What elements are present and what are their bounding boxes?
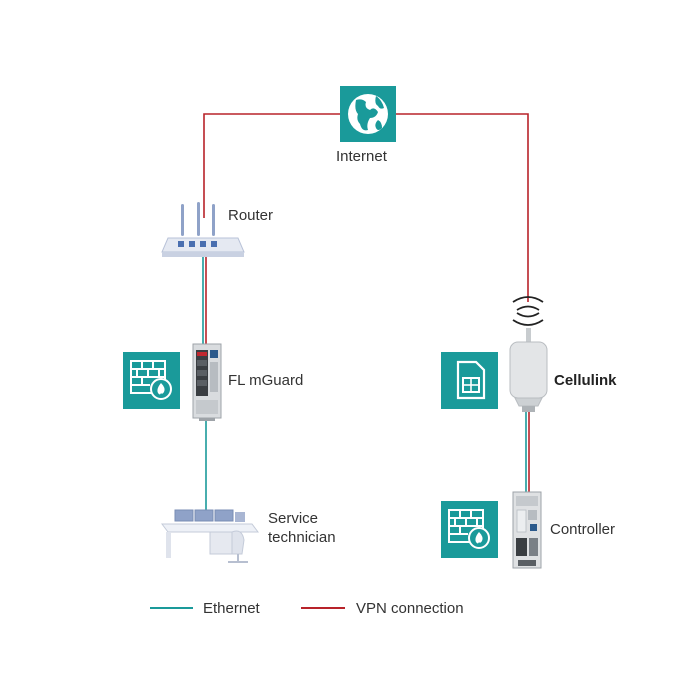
router-label: Router bbox=[228, 207, 274, 224]
globe-icon bbox=[340, 86, 396, 142]
service-label-line2: technician bbox=[268, 529, 336, 546]
router-icon bbox=[161, 202, 245, 257]
cellulink-device bbox=[509, 328, 548, 412]
controller-firewall-icon bbox=[441, 501, 498, 558]
mguard-device bbox=[192, 343, 222, 421]
service-label-line1: Service bbox=[268, 510, 319, 527]
vpn-line-right bbox=[396, 113, 529, 302]
legend-ethernet-label: Ethernet bbox=[203, 600, 260, 617]
firewall-icon bbox=[123, 352, 180, 409]
ethernet-lines bbox=[202, 256, 527, 512]
mguard-label: FL mGuard bbox=[228, 372, 304, 389]
vpn-connection-lines bbox=[203, 113, 530, 492]
vpn-line-left bbox=[203, 113, 340, 218]
sim-card-icon bbox=[441, 352, 498, 409]
cellulink-label: Cellulink bbox=[554, 372, 617, 389]
internet-label: Internet bbox=[336, 148, 387, 165]
legend-vpn-label: VPN connection bbox=[356, 600, 464, 617]
wireless-signal-icon bbox=[512, 296, 544, 326]
workstation-icon bbox=[161, 509, 259, 563]
controller-label: Controller bbox=[550, 521, 616, 538]
controller-device bbox=[512, 491, 542, 569]
